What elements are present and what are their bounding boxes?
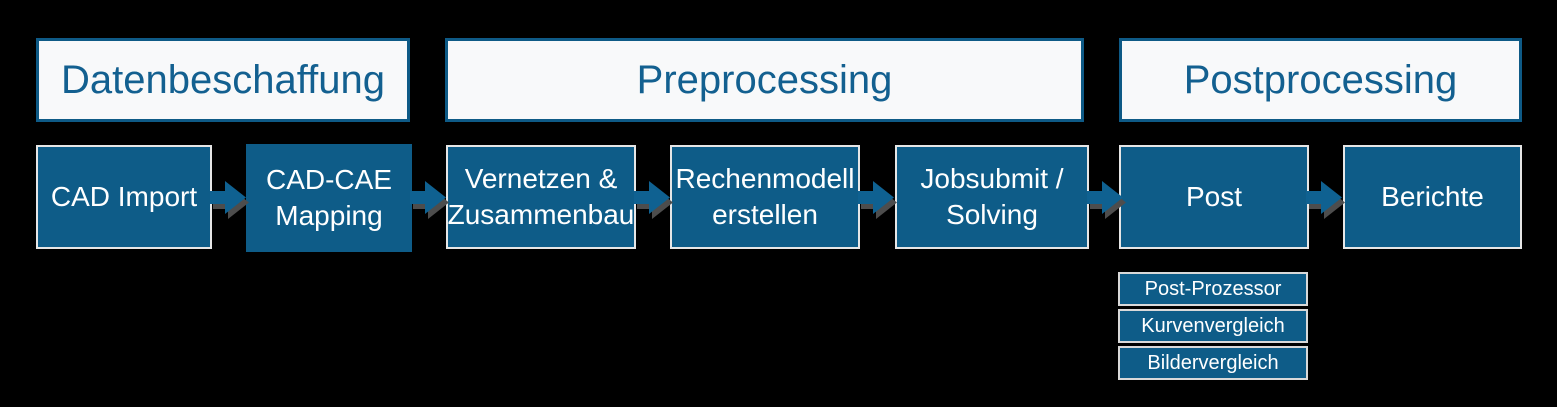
phase-header-label: Datenbeschaffung bbox=[61, 57, 385, 102]
step-box-cad-import: CAD Import bbox=[36, 145, 212, 249]
step-label: Rechenmodell erstellen bbox=[675, 162, 855, 230]
arrow-right-icon bbox=[634, 179, 671, 216]
step-label: Berichte bbox=[1381, 180, 1484, 212]
post-detail-box-post-prozessor: Post-Prozessor bbox=[1118, 272, 1308, 306]
post-detail-stack: Post-Prozessor Kurvenvergleich Bilderver… bbox=[1118, 272, 1308, 383]
phase-header-postprocessing: Postprocessing bbox=[1119, 38, 1522, 122]
post-detail-box-kurvenvergleich: Kurvenvergleich bbox=[1118, 309, 1308, 343]
step-box-jobsubmit-solving: Jobsubmit / Solving bbox=[895, 145, 1089, 249]
step-box-cad-cae-mapping: CAD-CAE Mapping bbox=[246, 144, 412, 252]
phase-header-label: Preprocessing bbox=[636, 57, 893, 102]
arrow-right-icon bbox=[410, 179, 447, 216]
step-box-vernetzen-zusammenbau: Vernetzen & Zusammenbau bbox=[446, 145, 636, 249]
phase-header-datenbeschaffung: Datenbeschaffung bbox=[36, 38, 410, 122]
post-detail-label: Post-Prozessor bbox=[1144, 277, 1282, 300]
post-detail-label: Kurvenvergleich bbox=[1141, 314, 1285, 337]
arrow-right-icon bbox=[1306, 179, 1343, 216]
step-label: Vernetzen & Zusammenbau bbox=[447, 162, 635, 230]
step-box-berichte: Berichte bbox=[1343, 145, 1522, 249]
step-label: Jobsubmit / Solving bbox=[920, 162, 1064, 230]
post-detail-box-bildervergleich: Bildervergleich bbox=[1118, 346, 1308, 380]
arrow-right-icon bbox=[1087, 179, 1124, 216]
step-label: CAD-CAE Mapping bbox=[265, 163, 392, 231]
phase-header-preprocessing: Preprocessing bbox=[445, 38, 1084, 122]
arrow-right-icon bbox=[858, 179, 895, 216]
step-label: CAD Import bbox=[50, 180, 198, 212]
step-label: Post bbox=[1185, 180, 1243, 212]
post-detail-label: Bildervergleich bbox=[1147, 351, 1279, 374]
phase-header-label: Postprocessing bbox=[1183, 57, 1458, 102]
step-box-rechenmodell-erstellen: Rechenmodell erstellen bbox=[670, 145, 860, 249]
arrow-right-icon bbox=[210, 179, 247, 216]
step-box-post: Post bbox=[1119, 145, 1309, 249]
